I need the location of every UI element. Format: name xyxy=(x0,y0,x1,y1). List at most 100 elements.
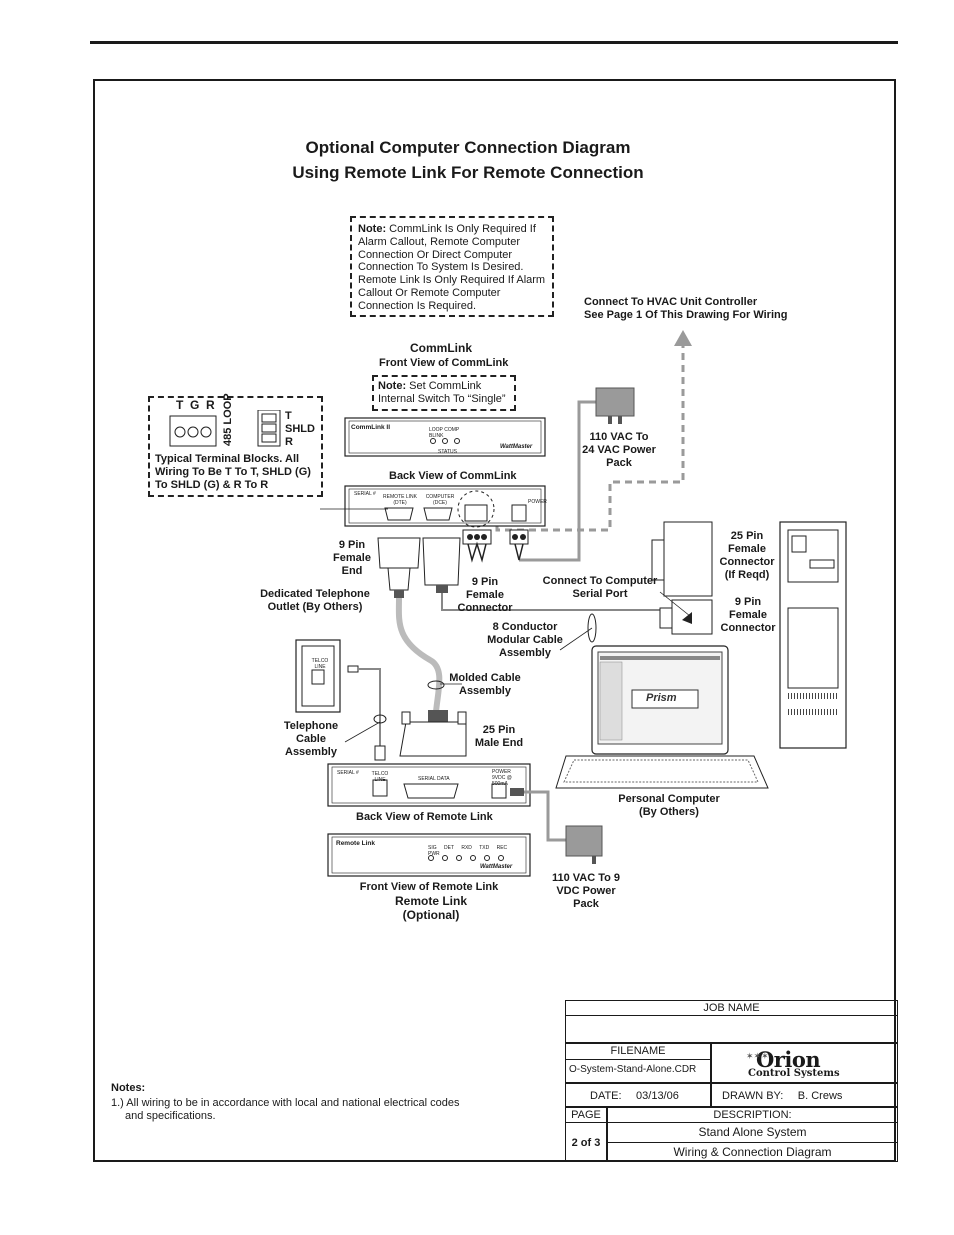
commlink-back-computer-port: COMPUTER (DCE) xyxy=(425,494,455,506)
note-prefix: Note: xyxy=(358,223,387,235)
filename-value: O-System-Stand-Alone.CDR xyxy=(569,1064,697,1075)
remote-link-back-panel xyxy=(327,763,531,807)
commlink-status-label: STATUS xyxy=(438,449,457,455)
personal-computer-label: Personal Computer (By Others) xyxy=(618,793,720,818)
commlink-front-brand: CommLink II xyxy=(351,424,391,431)
commlink-switch-note: Note: Set CommLink Internal Switch To “S… xyxy=(372,375,516,411)
remote-front-brand: Remote Link xyxy=(336,840,376,847)
power-pack-24vac xyxy=(595,387,635,424)
terminal-plug-loop xyxy=(462,529,492,563)
commlink-back-power: POWER xyxy=(528,499,547,505)
power-9vdc-wire xyxy=(510,788,566,842)
remote-link-front-panel xyxy=(327,833,531,877)
remote-link-title: Remote Link xyxy=(394,894,467,908)
led-loop: LOOP xyxy=(429,427,443,433)
terminal-block-graphic xyxy=(169,410,281,447)
diagram-title-line1: Optional Computer Connection Diagram xyxy=(305,138,631,157)
job-name-value xyxy=(566,1016,897,1022)
molded-cable xyxy=(395,597,443,713)
terminal-side-r: R xyxy=(285,436,293,448)
commlink-note-box: Note: CommLink Is Only Required If Alarm… xyxy=(350,216,554,317)
orion-stars-icon: ✶✶✶ xyxy=(746,1051,769,1061)
notes-heading: Notes: xyxy=(111,1082,146,1094)
description-label: DESCRIPTION: xyxy=(608,1108,897,1123)
led-det: DET xyxy=(444,845,454,851)
terminal-side-labels: T SHLD R xyxy=(285,410,315,449)
commlink-front-panel xyxy=(344,417,546,457)
pc-monitor xyxy=(591,645,729,755)
remote-back-serial: SERIAL # xyxy=(337,770,359,776)
drawn-by-label: DRAWN BY: xyxy=(722,1090,784,1102)
pin9-female-connector-label: 9 Pin Female Connector xyxy=(457,576,513,614)
led-blink: BLINK xyxy=(429,433,444,439)
terminal-caption: Typical Terminal Blocks. All Wiring To B… xyxy=(155,453,311,491)
commlink-front-leds: LOOP COMP BLINK xyxy=(429,427,469,439)
power-pack-9vdc xyxy=(565,825,603,864)
switch-note-prefix: Note: xyxy=(378,380,407,392)
hvac-label-line2: See Page 1 Of This Drawing For Wiring xyxy=(584,309,788,321)
top-rule xyxy=(90,41,898,44)
telephone-cable xyxy=(358,668,381,750)
control-systems-logo: Control Systems xyxy=(748,1068,840,1079)
remote-link-optional: (Optional) xyxy=(402,908,460,922)
hvac-label-line1: Connect To HVAC Unit Controller xyxy=(584,296,758,308)
leader-lines xyxy=(320,508,691,743)
commlink-title: CommLink xyxy=(410,341,473,355)
db9-cable-computer xyxy=(422,537,461,593)
molded-cable-label: Molded Cable Assembly xyxy=(449,672,521,697)
led-sig: SIG xyxy=(428,845,437,851)
telephone-cable-marker xyxy=(373,714,387,724)
commlink-front-logo: WattMaster xyxy=(500,444,533,450)
terminal-side-t: T xyxy=(285,410,292,422)
hvac-dashed-path xyxy=(495,330,692,532)
commlink-back-panel xyxy=(344,485,546,528)
db25-male-end xyxy=(399,710,467,757)
pin9-female-end-label: 9 Pin Female End xyxy=(333,539,371,577)
page-value: 2 of 3 xyxy=(571,1137,601,1149)
led-txd: TXD xyxy=(479,845,490,851)
remote-back-power: POWER 9VDC @ 500mA xyxy=(492,769,512,787)
led-comp: COMP xyxy=(444,427,460,433)
description-line2: Wiring & Connection Diagram xyxy=(673,1145,832,1159)
terminal-plug-power xyxy=(509,529,529,561)
note-text: CommLink Is Only Required If Alarm Callo… xyxy=(358,223,546,312)
telephone-outlet-label: Dedicated Telephone Outlet (By Others) xyxy=(260,588,370,613)
remote-front-leds: SIG DET RXD TXD REC PWR xyxy=(428,845,512,857)
diagram-title-line2: Using Remote Link For Remote Connection xyxy=(292,163,644,182)
orion-logo: Orion xyxy=(756,1047,821,1072)
telephone-plug xyxy=(374,745,386,761)
power-24vac-wire xyxy=(519,400,596,562)
pin9-female-right-label: 9 Pin Female Connector xyxy=(720,596,776,634)
telephone-outlet xyxy=(295,639,359,713)
filename-label: FILENAME xyxy=(566,1044,710,1060)
prism-logo: Prism xyxy=(646,692,677,704)
pin25-female-label: 25 Pin Female Connector (If Reqd) xyxy=(719,530,775,581)
power-pack-24vac-label: 110 VAC To 24 VAC Power Pack xyxy=(582,431,656,469)
terminal-letters: T G R xyxy=(176,398,215,412)
commlink-back-view-label: Back View of CommLink xyxy=(389,470,517,482)
drawn-by-cell: DRAWN BY: B. Crews xyxy=(711,1083,898,1107)
molded-cable-marker xyxy=(427,680,445,690)
commlink-back-serial: SERIAL # xyxy=(354,491,376,497)
job-name-label: JOB NAME xyxy=(566,1001,897,1016)
terminal-side-shld: SHLD xyxy=(285,423,315,435)
computer-serial-port-label: Connect To Computer Serial Port xyxy=(542,575,658,600)
notes-item-1: 1.) All wiring to be in accordance with … xyxy=(111,1097,460,1109)
modular-cable-label: 8 Conductor Modular Cable Assembly xyxy=(487,621,563,659)
telco-line-label: TELCO LINE xyxy=(311,658,329,670)
date-label: DATE: xyxy=(590,1090,622,1102)
commlink-back-remote-port: REMOTE LINK (DTE) xyxy=(383,494,417,506)
date-cell: DATE: 03/13/06 xyxy=(565,1083,711,1107)
led-rec: REC xyxy=(496,845,508,851)
description-line1: Stand Alone System xyxy=(608,1123,897,1143)
filename-cell: FILENAME O-System-Stand-Alone.CDR xyxy=(565,1043,711,1083)
pc-keyboard xyxy=(555,755,769,789)
db9-female-connector-right xyxy=(659,599,713,635)
description-cell: DESCRIPTION: Stand Alone System Wiring &… xyxy=(607,1107,898,1162)
date-value: 03/13/06 xyxy=(636,1090,679,1102)
remote-front-logo: WattMaster xyxy=(480,864,513,870)
brand-cell: Orion ✶✶✶ Control Systems xyxy=(711,1043,898,1083)
pc-tower xyxy=(779,521,847,749)
remote-link-front-view-label: Front View of Remote Link xyxy=(359,881,499,893)
remote-link-back-view-label: Back View of Remote Link xyxy=(356,811,493,823)
